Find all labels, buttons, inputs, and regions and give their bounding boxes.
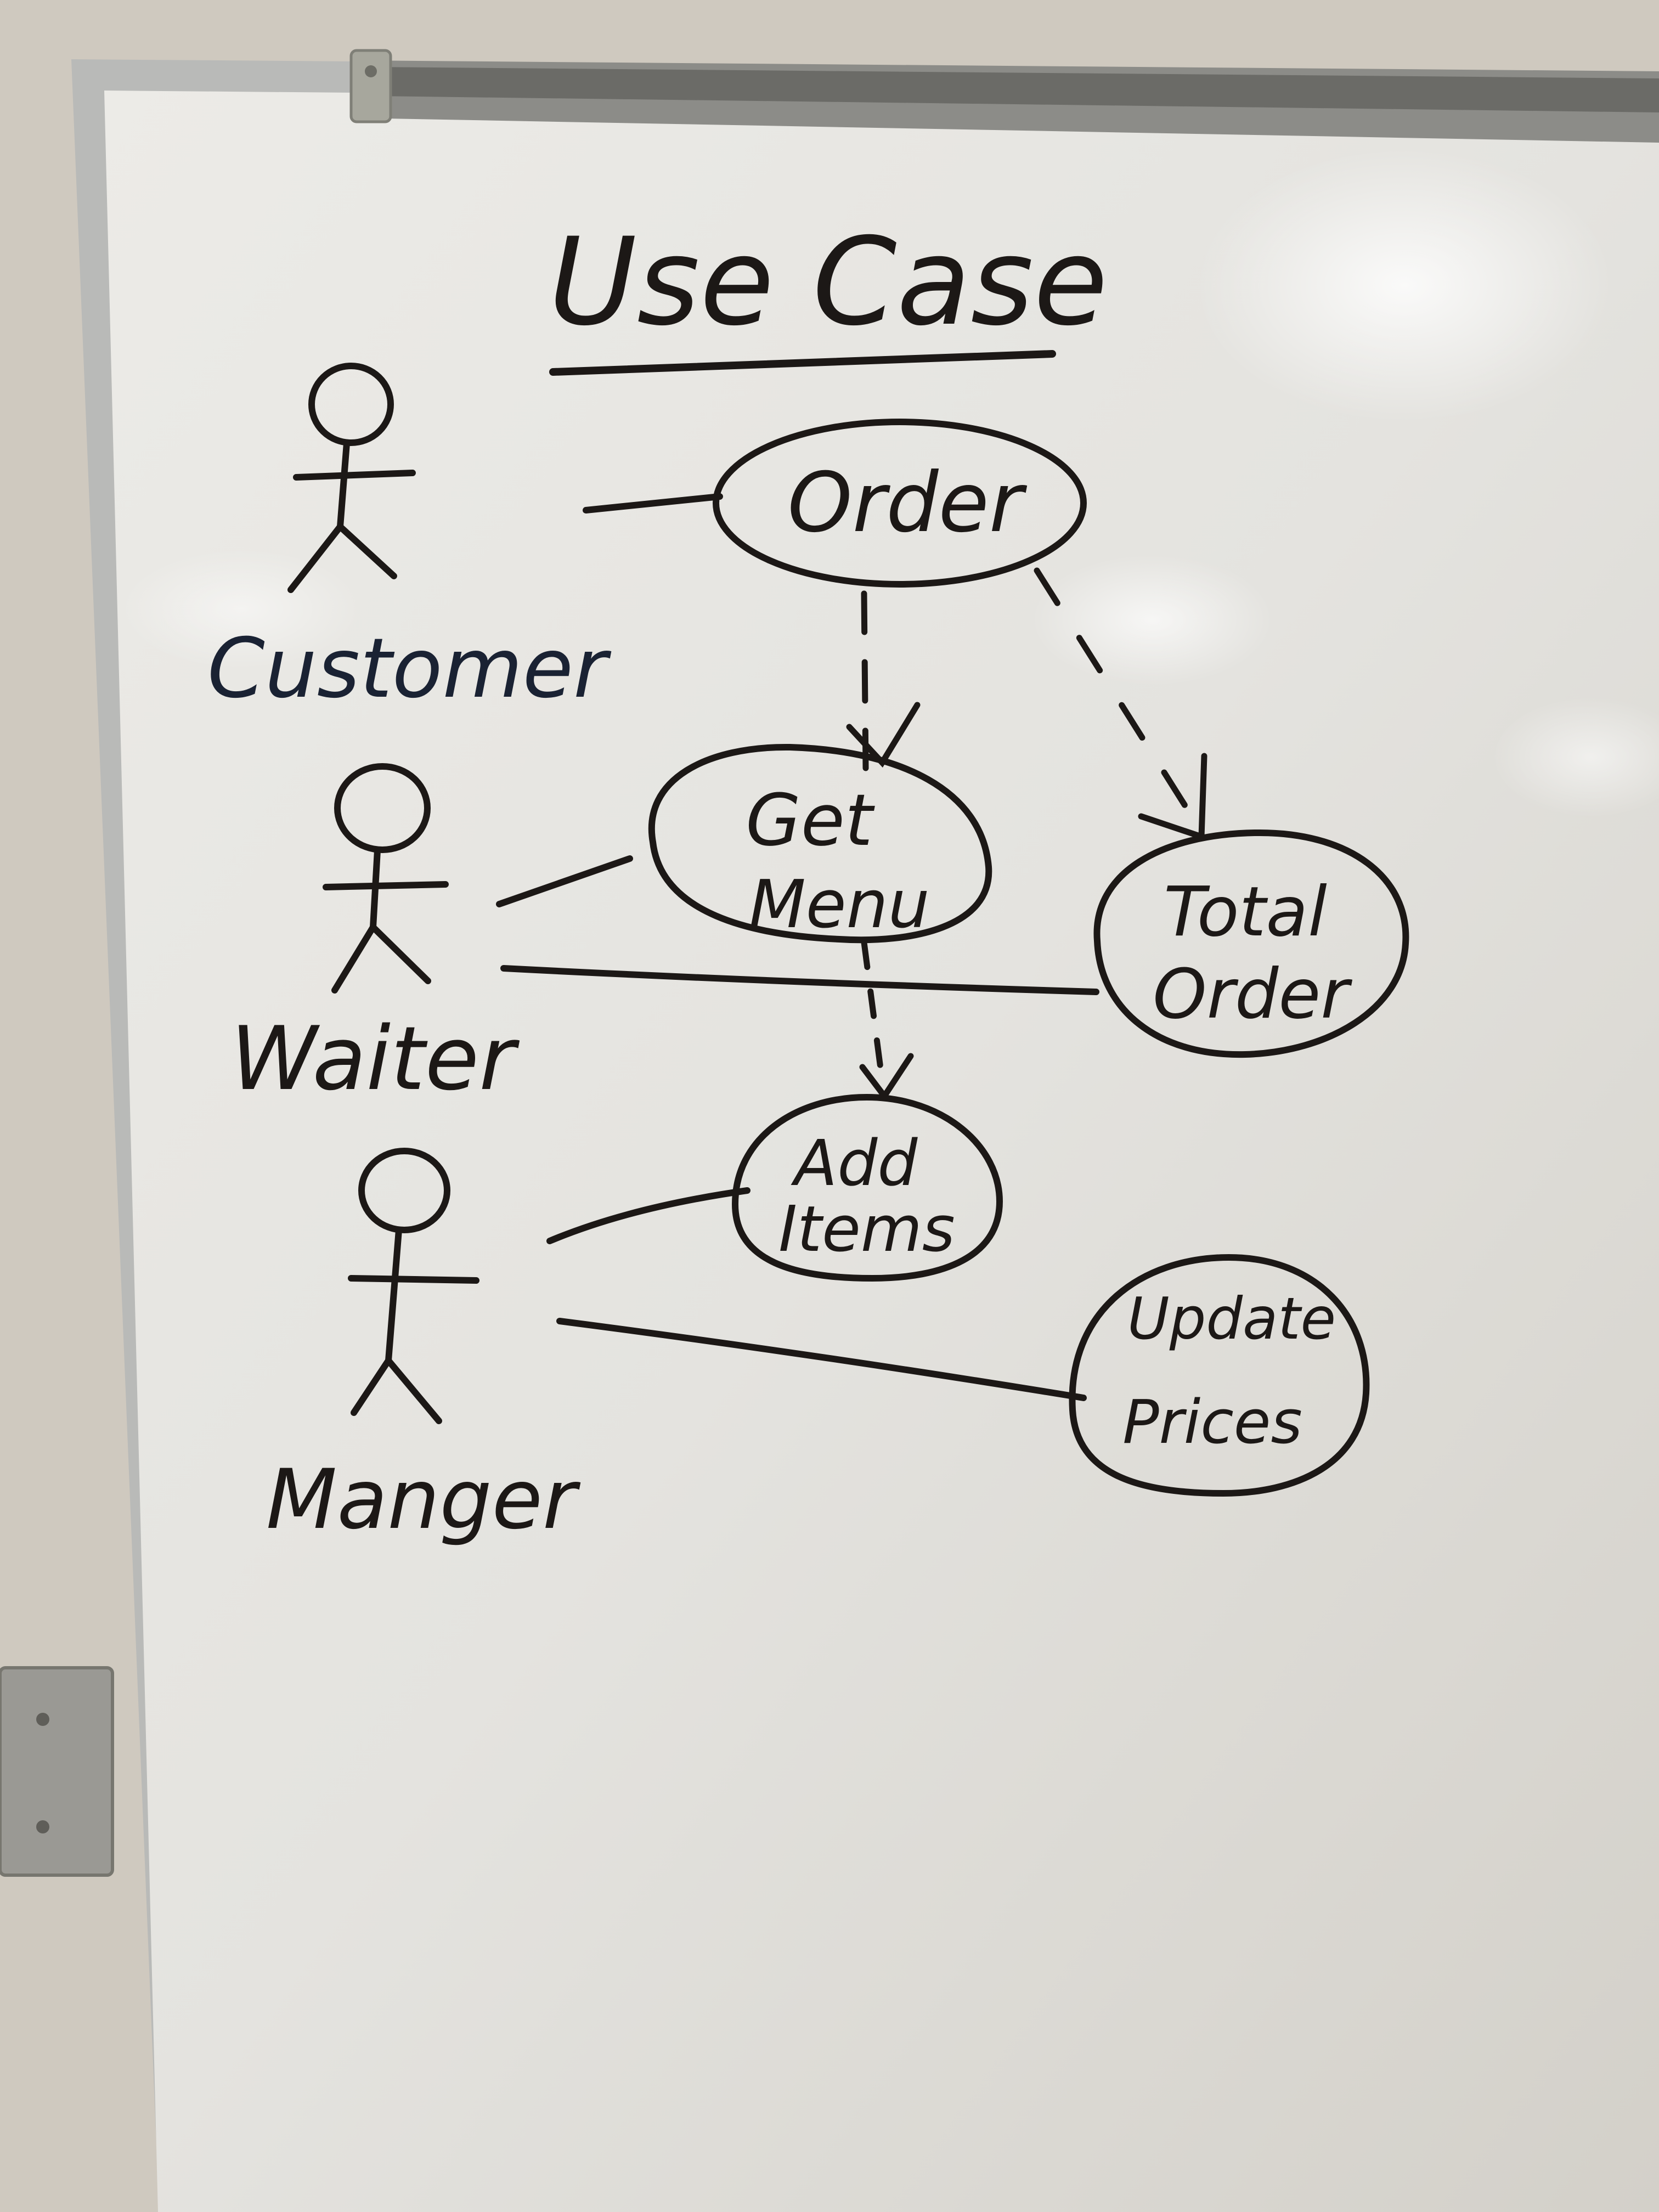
actor-label: Customer [207, 621, 612, 716]
title-underline [549, 350, 1056, 376]
stick-figure-icon [287, 363, 416, 593]
glare-reflection [1492, 697, 1659, 817]
marker-rail [349, 49, 1659, 143]
dependency-order-total-order [1034, 567, 1207, 841]
title-text: Use Case [549, 212, 1108, 352]
associations [496, 493, 1099, 1401]
use-case-ellipse [713, 419, 1087, 588]
use-case-ellipse [1069, 1254, 1370, 1497]
actor-label: Manger [266, 1452, 581, 1548]
use-case-label: Prices [1122, 1387, 1302, 1457]
door-hinge-plate [0, 1666, 114, 1877]
actor-label: Waiter [230, 1007, 520, 1110]
diagram-title: Use Case [549, 212, 1108, 376]
arrowhead-icon [859, 1053, 914, 1102]
association-manager-add-items [546, 1187, 751, 1244]
dependencies [846, 567, 1207, 1102]
actor-waiter: Waiter [230, 763, 520, 1110]
stick-figure-icon [323, 763, 449, 994]
use-case-ellipse [1093, 829, 1409, 1058]
actor-manager: Manger [266, 1148, 581, 1548]
actor-customer: Customer [207, 363, 612, 716]
arrowhead-icon [846, 702, 921, 768]
association-waiter-total-order [500, 965, 1099, 995]
stick-figure-icon [348, 1148, 479, 1424]
arrowhead-icon [1138, 753, 1207, 841]
use-case-update-prices: Update Prices [1069, 1254, 1370, 1497]
glare-reflection [1196, 148, 1613, 422]
association-customer-order [583, 493, 723, 514]
use-case-total-order: Total Order [1093, 829, 1409, 1058]
use-case-add-items: Add Items [731, 1093, 1003, 1282]
use-case-label: Add [791, 1127, 918, 1200]
use-case-label: Order [1153, 955, 1352, 1034]
dependency-get-menu-add-items [859, 939, 914, 1102]
use-case-label: Menu [749, 867, 929, 943]
use-case-get-menu: Get Menu [648, 743, 992, 944]
association-waiter-get-menu [496, 855, 633, 907]
use-case-label: Get [746, 778, 875, 862]
use-case-label: Total [1164, 872, 1327, 952]
use-case-ellipse [648, 743, 992, 944]
association-manager-update-prices [556, 1318, 1087, 1401]
use-case-label: Order [788, 455, 1028, 551]
use-case-order: Order [713, 419, 1087, 588]
use-case-label: Update [1127, 1285, 1336, 1352]
dependency-order-get-menu [846, 590, 921, 771]
glare-reflection [1031, 554, 1273, 686]
use-case-label: Items [778, 1193, 955, 1266]
use-case-ellipse [731, 1093, 1003, 1282]
